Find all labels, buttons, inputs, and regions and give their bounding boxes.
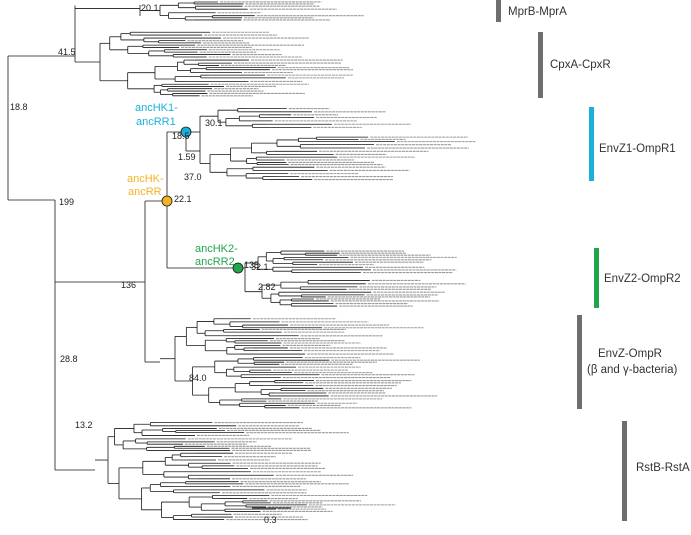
clade-label-envz2: EnvZ2-OmpR2 xyxy=(604,273,681,285)
node-value-1-59: 1.59 xyxy=(178,152,196,162)
node-value-2-82: 2.82 xyxy=(258,282,276,292)
ancestor-node-anchk xyxy=(161,195,173,207)
node-value-30-1: 30.1 xyxy=(205,118,223,128)
node-value-18-8: 18.8 xyxy=(10,102,28,112)
node-value-41-5: 41.5 xyxy=(58,47,76,57)
clade-bar-mprb xyxy=(496,0,501,22)
tree-branches xyxy=(7,1,395,520)
clade-bar-rstb xyxy=(622,421,627,521)
scale-bar-label: 0.3 xyxy=(264,515,277,525)
node-value-135: 135 xyxy=(244,260,259,270)
clade-bar-envz1 xyxy=(589,107,594,181)
node-value-28-8: 28.8 xyxy=(60,354,78,364)
ancestor-node-anchk2 xyxy=(232,262,244,274)
clade-label-envz: EnvZ-OmpR xyxy=(598,348,662,360)
clade-bar-envz xyxy=(577,315,582,409)
clade-bar-envz2 xyxy=(594,248,599,308)
node-value-18-5: 18.5 xyxy=(172,131,190,141)
node-value-13-2: 13.2 xyxy=(75,420,93,430)
ancestor-label-anchk1-line2: ancRR1 xyxy=(136,116,176,128)
ancestor-node-anchk1 xyxy=(180,126,192,138)
node-value-199: 199 xyxy=(59,197,74,207)
node-value-22-1: 22.1 xyxy=(174,194,192,204)
node-value-136: 136 xyxy=(121,280,136,290)
node-value-37-0: 37.0 xyxy=(184,172,202,182)
clade-label-mprb: MprB-MprA xyxy=(508,6,567,18)
clade-label-envz-sub: (β and γ-bacteria) xyxy=(587,364,678,376)
ancestor-label-anchk2-line2: ancRR2 xyxy=(195,256,235,268)
clade-label-rstb: RstB-RstA xyxy=(636,462,690,474)
ancestor-label-anchk2-line1: ancHK2- xyxy=(195,243,238,255)
clade-label-cpxa: CpxA-CpxR xyxy=(550,59,611,71)
ancestor-label-anchk1-line1: ancHK1- xyxy=(135,102,178,114)
clade-label-envz1: EnvZ1-OmpR1 xyxy=(599,143,676,155)
node-value-32-1: 32.1 xyxy=(251,262,269,272)
clade-bar-cpxa xyxy=(538,32,543,98)
ancestor-label-anchk-line2: ancRR xyxy=(128,186,162,198)
tree-leaves xyxy=(181,1,476,521)
node-value-84-0: 84.0 xyxy=(189,373,207,383)
ancestor-label-anchk-line1: ancHK- xyxy=(127,173,164,185)
node-value-20-1: 20.1 xyxy=(141,3,159,13)
